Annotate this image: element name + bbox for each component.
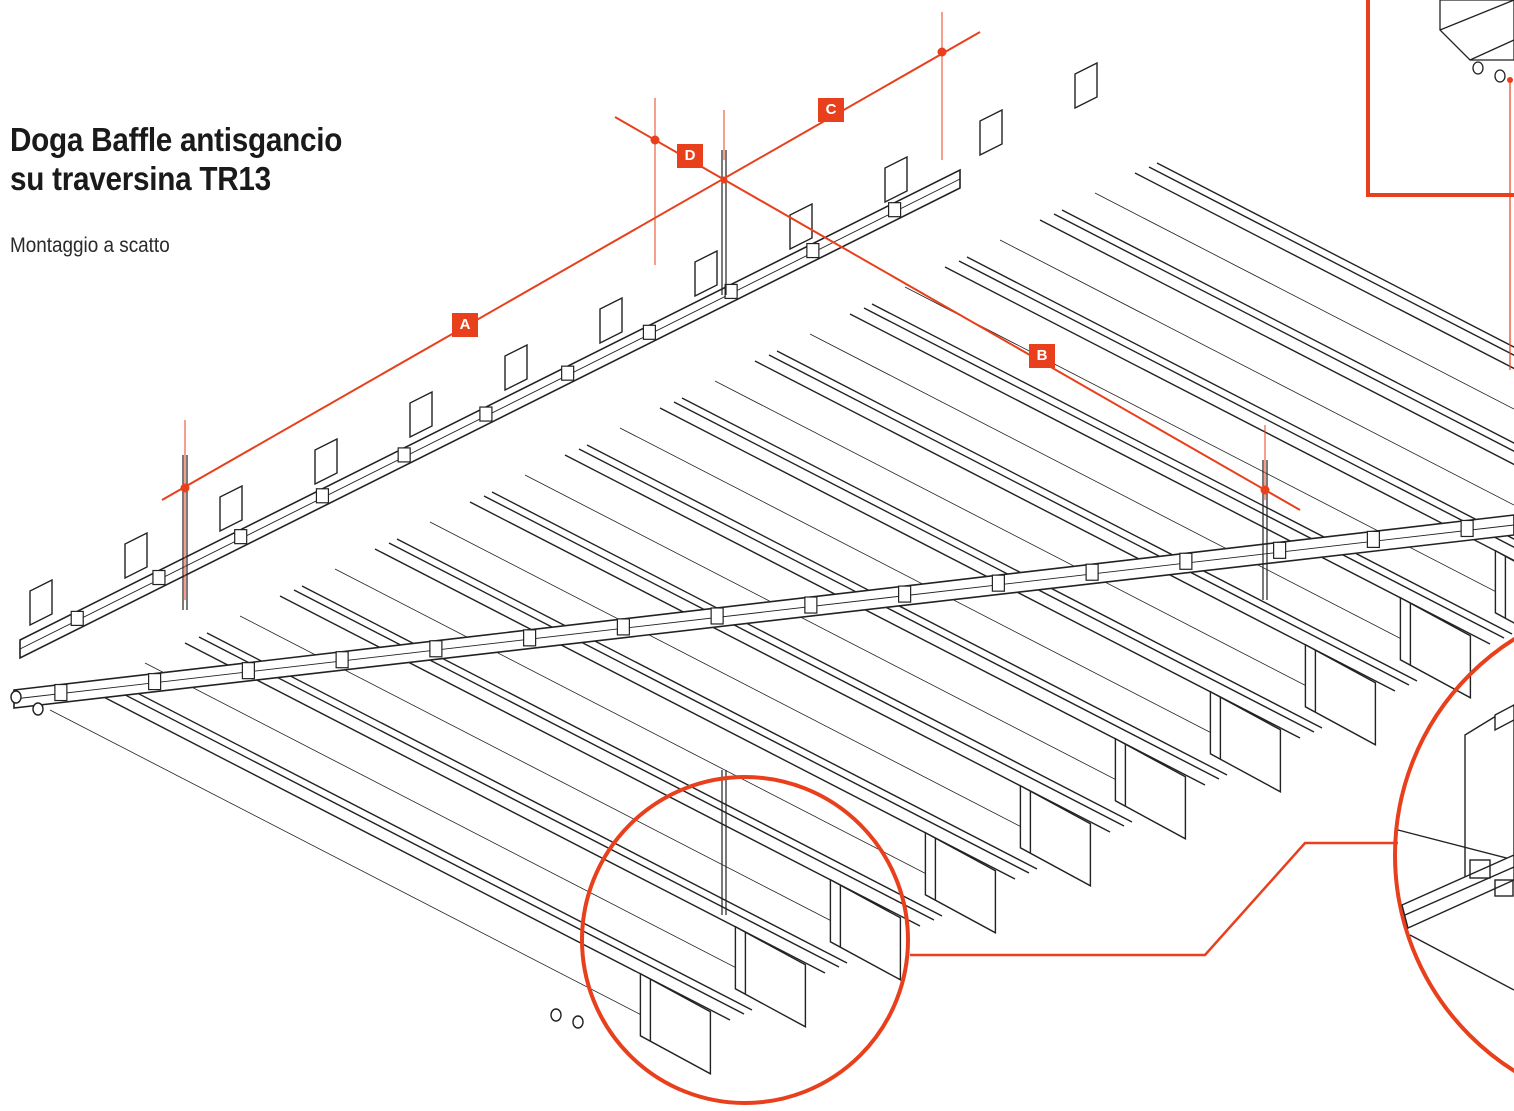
dimension-label-a: A [452,313,478,337]
rail-clip [1179,552,1193,570]
rail-clip [54,683,68,702]
suspension-rods [182,150,1268,915]
rail-clip [616,618,630,636]
rail-clip [804,596,818,614]
dimension-points [180,47,1270,495]
rail-clip [642,324,656,340]
dimension-label-d: D [677,144,703,168]
rail-clip [523,629,537,647]
rail-clips [54,202,1474,702]
rail-clip [241,662,255,680]
rail-clip [234,529,248,545]
rail-clip [710,607,724,625]
page-title: Doga Baffle antisgancio su traversina TR… [10,120,342,198]
rail-clip [148,672,162,691]
rail-clip [724,283,738,300]
rail-clip [335,651,349,669]
baffle-slat [599,296,1323,793]
rail-clip [429,640,443,658]
inset-detail-frame [1366,0,1514,370]
rail-clip [561,365,575,381]
baffle-slats [29,61,1514,1075]
dimension-lines [161,12,1301,600]
baffle-slat [409,390,1133,887]
dimension-label-b: B [1029,344,1055,368]
baffle-slat [29,578,753,1075]
baffle-slat [314,437,1038,934]
rail-clip [1085,563,1099,581]
detail-callout [580,636,1514,1105]
rail-clip [1273,541,1287,559]
rail-clip [888,202,902,218]
rail-clip [1366,530,1380,549]
baffle-slat [219,484,943,981]
rail-clip [898,585,912,603]
rail-clip [991,574,1005,592]
rail-clip [152,569,166,586]
subtitle: Montaggio a scatto [10,234,170,257]
rail-clip [70,610,84,626]
dimension-label-c: C [818,98,844,122]
title-line-2: su traversina TR13 [10,160,271,197]
rail-clip [479,406,493,422]
rail-clip [315,488,330,504]
baffle-slat [789,202,1513,699]
title-line-1: Doga Baffle antisgancio [10,121,343,158]
rail-clip [1460,519,1474,538]
baffle-slat [694,249,1418,746]
baffle-slat [504,343,1228,840]
rail-ends [10,690,584,1029]
rail-clip [397,447,411,463]
baffle-slat [1074,61,1514,410]
detail-enlargement [1397,704,1514,991]
baffle-slat [124,531,848,1028]
rail-clip [806,242,820,259]
baffle-slat [979,108,1514,506]
